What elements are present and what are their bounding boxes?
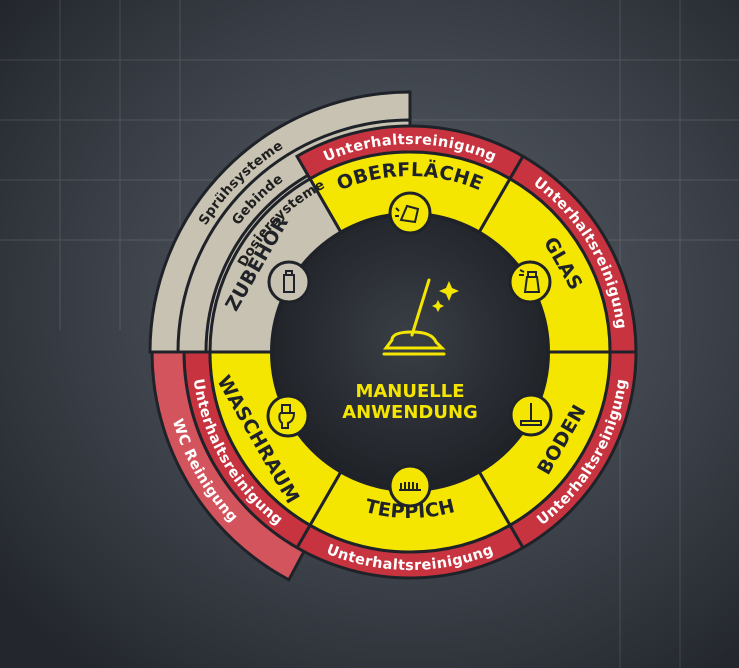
spray-bottle-icon <box>519 269 541 293</box>
floor-mop-icon <box>520 403 542 426</box>
center-title-line2: ANWENDUNG <box>342 402 478 423</box>
spray-bottle-small-icon <box>283 270 295 293</box>
center-hub: MANUELLE ANWENDUNG <box>342 278 478 423</box>
icon-waschraum <box>266 394 310 438</box>
wiping-cloth-icon <box>395 204 420 224</box>
icon-boden <box>509 393 553 437</box>
toilet-icon <box>278 404 296 429</box>
center-circle <box>270 212 550 492</box>
mop-sparkle-icon <box>382 278 459 356</box>
wheel <box>148 90 638 582</box>
icon-zubehoer <box>267 260 311 304</box>
icon-oberflaeche <box>388 191 432 235</box>
carpet-brush-icon <box>399 482 421 491</box>
ring-left-outer <box>150 350 306 582</box>
icon-glas <box>508 260 552 304</box>
icon-teppich <box>388 464 432 508</box>
center-title-line1: MANUELLE <box>355 381 464 402</box>
